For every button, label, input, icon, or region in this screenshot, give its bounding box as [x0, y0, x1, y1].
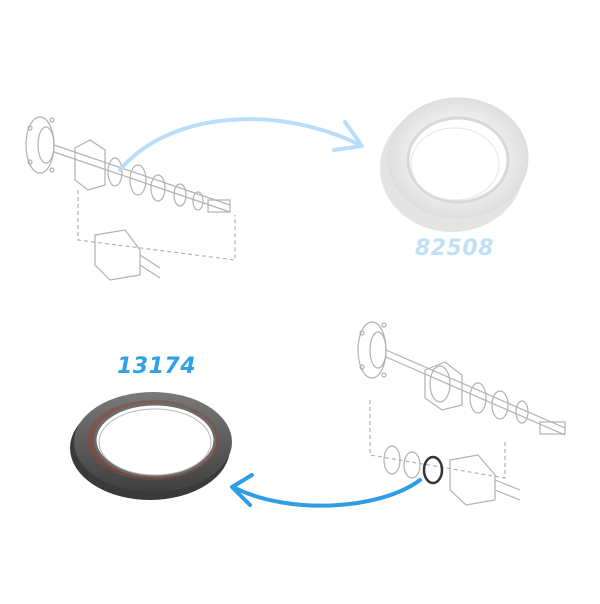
bottom-axle-schematic — [357, 321, 566, 506]
seal-82508-image — [380, 97, 529, 232]
top-arrowhead — [332, 120, 364, 152]
part-number-82508: 82508 — [415, 236, 495, 261]
bottom-arrowhead — [230, 473, 254, 507]
top-axle-schematic — [25, 116, 236, 281]
top-transfer-arrow — [118, 117, 362, 172]
part-number-13174: 13174 — [117, 354, 197, 379]
seal-13174-image — [70, 392, 232, 500]
bottom-transfer-arrow — [233, 478, 422, 508]
bottom-schematic-seal-highlight — [422, 455, 444, 485]
